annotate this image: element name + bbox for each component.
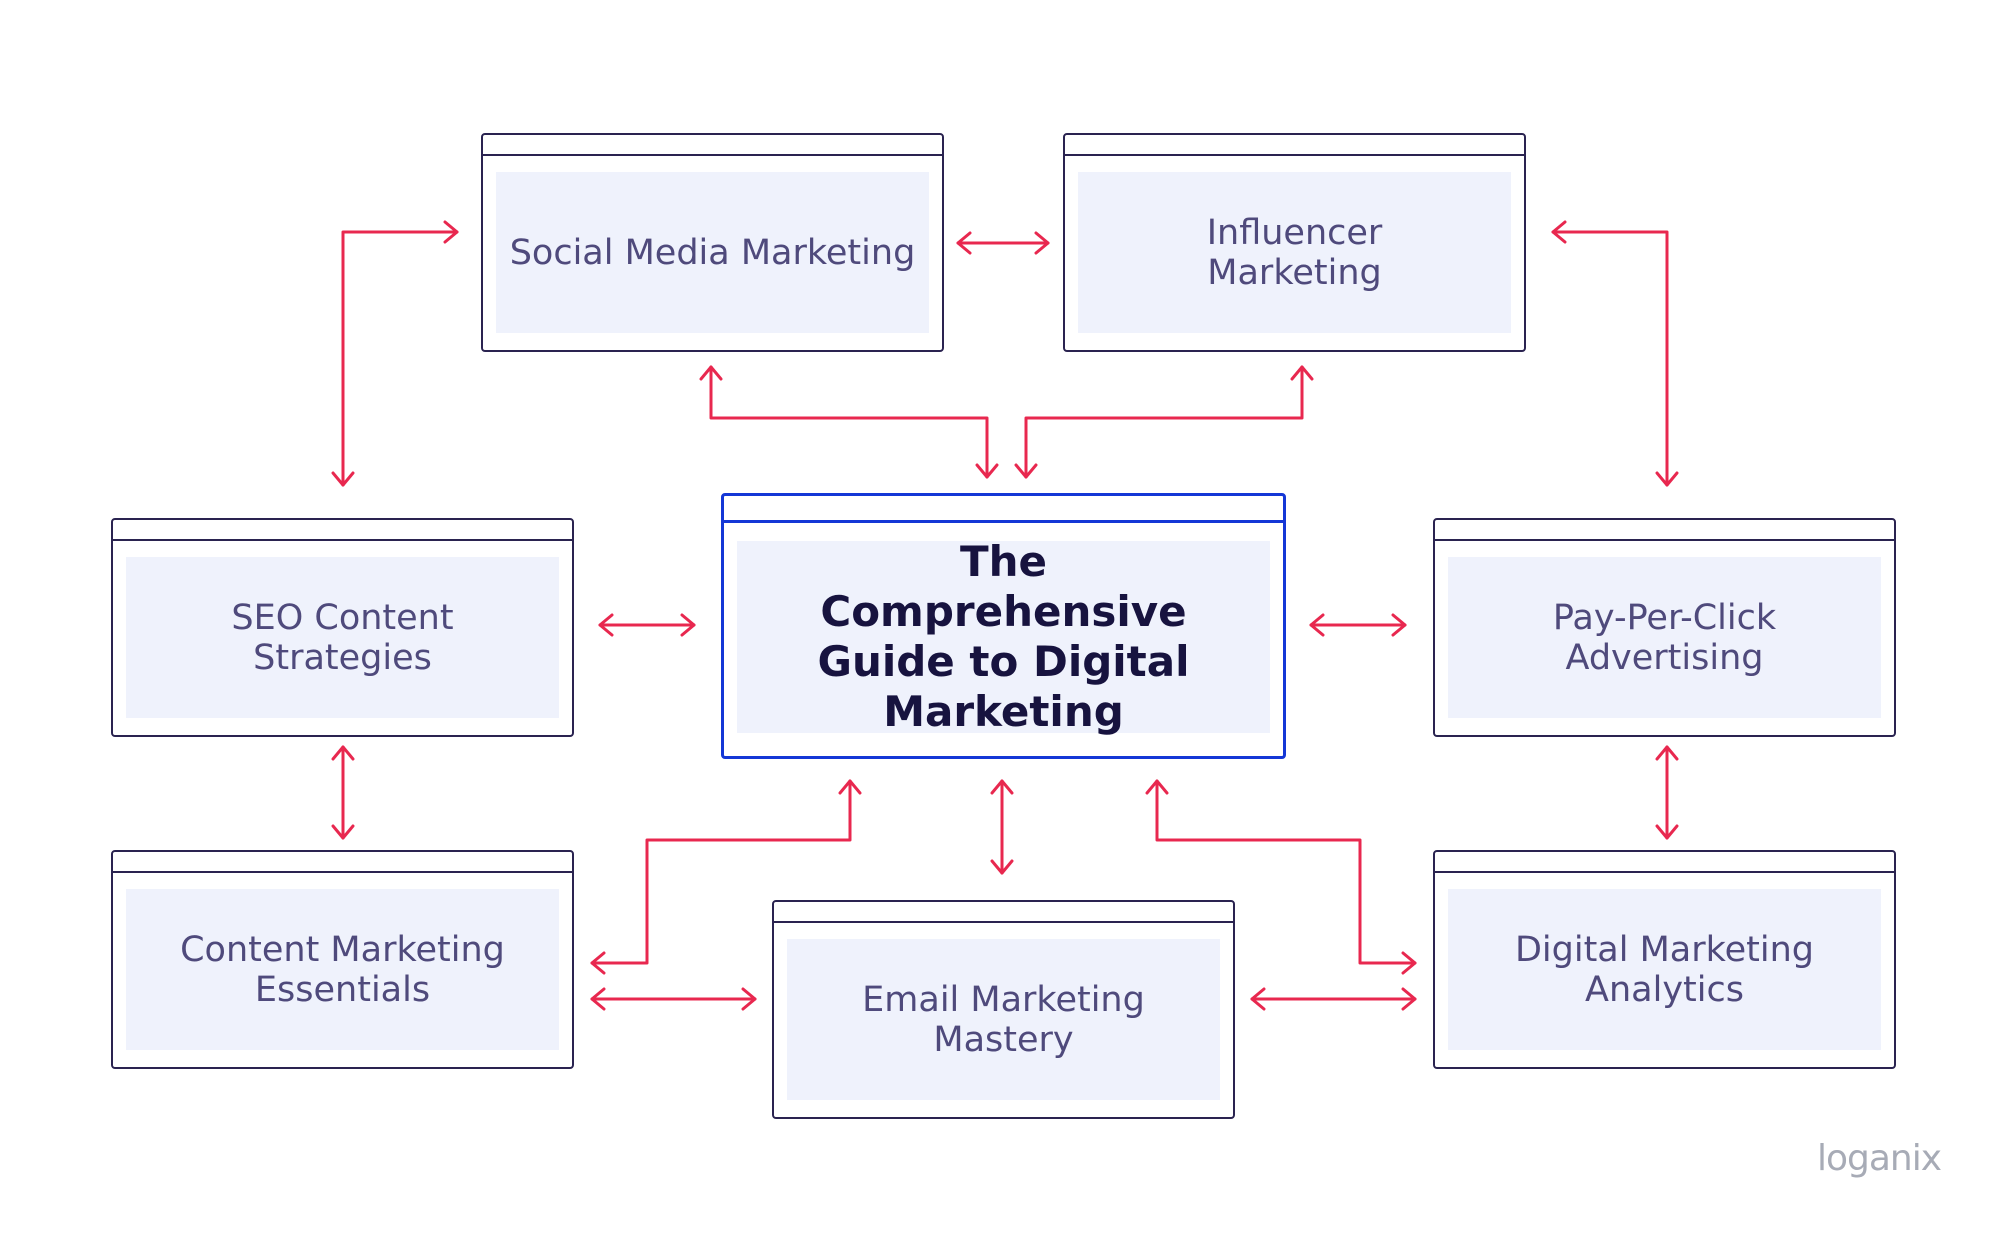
arrow-center-content [590,779,862,975]
node-body: SEO Content Strategies [126,557,559,718]
node-body: Influencer Marketing [1078,172,1511,333]
node-label-email: Email Marketing Mastery [862,979,1145,1060]
node-label-analytics: Digital Marketing Analytics [1514,929,1815,1010]
arrow-seo-content [331,745,355,840]
node-ppc: Pay-Per-Click Advertising [1433,518,1896,737]
node-body: Pay-Per-Click Advertising [1448,557,1881,718]
arrow-social-seo [331,220,459,487]
node-title-bar [724,520,1283,523]
node-title-bar [774,921,1233,923]
node-title-bar [1065,154,1524,156]
arrow-content-email [590,987,757,1011]
arrow-social-center [699,365,999,479]
arrow-social-influencer [956,231,1050,255]
node-label-seo-content: SEO Content Strategies [231,597,454,678]
node-title-bar [113,871,572,873]
node-title-bar [1435,871,1894,873]
node-label-content-marketing: Content Marketing Essentials [180,929,505,1010]
node-body: Social Media Marketing [496,172,929,333]
arrow-center-ppc [1309,613,1407,637]
node-seo-content: SEO Content Strategies [111,518,574,737]
node-analytics: Digital Marketing Analytics [1433,850,1896,1069]
node-content-marketing: Content Marketing Essentials [111,850,574,1069]
node-influencer: Influencer Marketing [1063,133,1526,352]
arrow-influencer-ppc [1551,220,1679,487]
node-email: Email Marketing Mastery [772,900,1235,1119]
arrow-influencer-center [1014,365,1314,479]
node-body: Content Marketing Essentials [126,889,559,1050]
node-label-influencer: Influencer Marketing [1206,212,1383,293]
arrow-center-email [990,779,1014,875]
node-title-bar [483,154,942,156]
node-body: Digital Marketing Analytics [1448,889,1881,1050]
node-body: Email Marketing Mastery [787,939,1220,1100]
arrow-email-analytics [1250,987,1417,1011]
arrow-ppc-analytics [1655,745,1679,840]
node-title-bar [1435,539,1894,541]
node-title-bar [113,539,572,541]
node-label-social-media: Social Media Marketing [509,232,916,273]
node-label-ppc: Pay-Per-Click Advertising [1552,597,1777,678]
loganix-logo: loganix [1816,1138,1942,1179]
node-body: The Comprehensive Guide to Digital Marke… [737,537,1270,736]
arrow-center-analytics [1145,779,1417,975]
node-center-guide: The Comprehensive Guide to Digital Marke… [721,493,1286,759]
center-title: The Comprehensive Guide to Digital Marke… [817,537,1190,736]
arrow-seo-center [598,613,696,637]
node-social-media: Social Media Marketing [481,133,944,352]
